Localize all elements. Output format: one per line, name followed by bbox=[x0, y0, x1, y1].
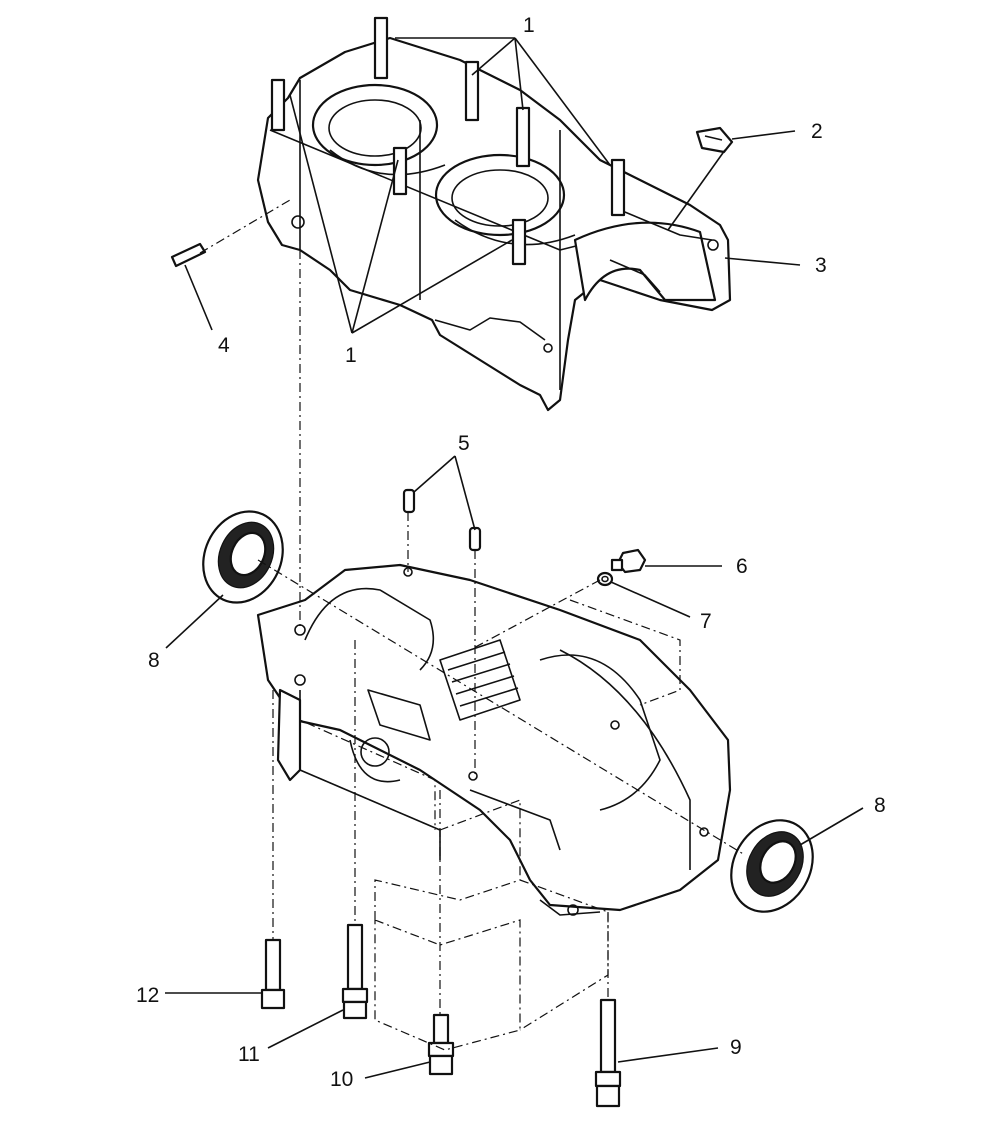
callout-labels: 1 1 2 3 4 5 6 7 8 8 9 10 11 12 bbox=[136, 14, 886, 1091]
callout-4: 4 bbox=[218, 334, 230, 357]
leader-lines bbox=[165, 37, 864, 1079]
callout-3: 3 bbox=[815, 254, 827, 277]
part-2-retainer-clip bbox=[695, 126, 734, 154]
callout-6: 6 bbox=[736, 555, 748, 578]
callout-12: 12 bbox=[136, 984, 159, 1007]
callout-1-bottom: 1 bbox=[345, 344, 357, 367]
callout-10: 10 bbox=[330, 1068, 353, 1091]
cylinder-studs bbox=[270, 16, 626, 266]
part-5-dowels bbox=[402, 488, 482, 552]
part-6-drain-plug bbox=[610, 548, 647, 574]
callout-7: 7 bbox=[700, 610, 712, 633]
callout-8-left: 8 bbox=[148, 649, 160, 672]
part-12-bolt bbox=[260, 938, 286, 1010]
part-7-washer bbox=[596, 571, 614, 587]
part-8-oil-seal-left bbox=[202, 510, 284, 604]
part-11-bolt-washer bbox=[341, 923, 369, 1020]
callout-5: 5 bbox=[458, 432, 470, 455]
callout-9: 9 bbox=[730, 1036, 742, 1059]
part-8-oil-seal-right bbox=[730, 819, 814, 913]
part-4-dowel-pin bbox=[170, 242, 207, 268]
part-10-bolt-washer bbox=[427, 1013, 455, 1076]
lower-crankcase bbox=[256, 563, 732, 916]
callout-11: 11 bbox=[238, 1043, 260, 1066]
alignment-lines bbox=[199, 199, 746, 1051]
part-9-bolt-washer bbox=[594, 998, 622, 1108]
callout-8-right: 8 bbox=[874, 794, 886, 817]
callout-1-top: 1 bbox=[523, 14, 535, 37]
callout-2: 2 bbox=[811, 120, 823, 143]
upper-crankcase bbox=[256, 16, 732, 412]
